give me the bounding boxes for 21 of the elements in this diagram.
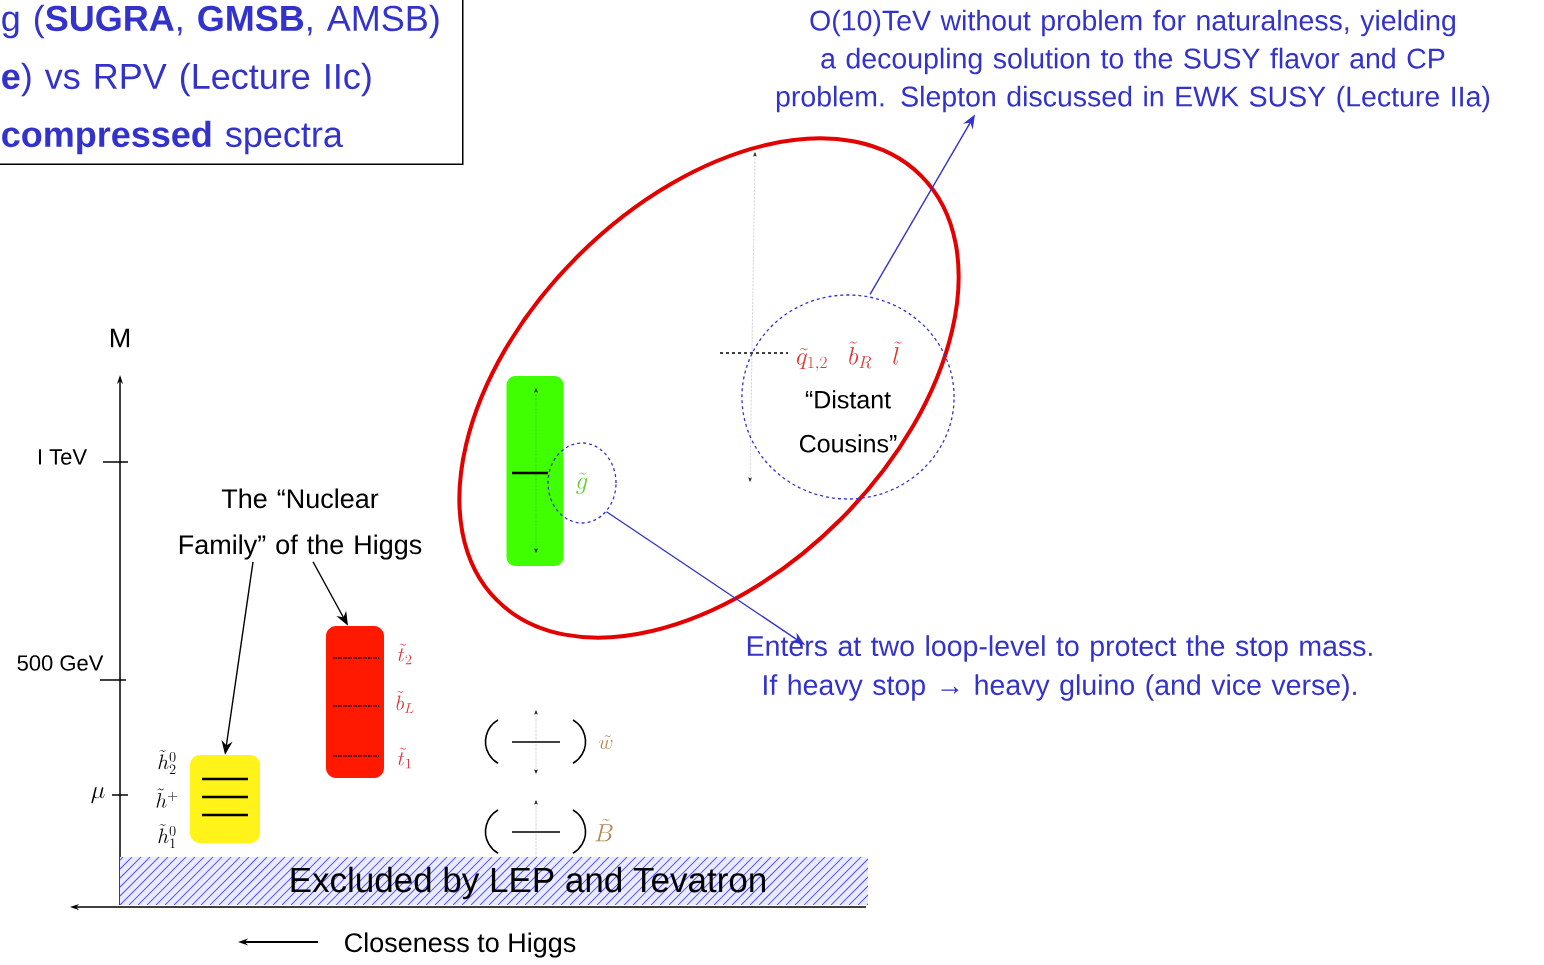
gluino-box — [506, 376, 564, 566]
axis-label: I TeV — [38, 449, 87, 465]
note-text: Enters at two loop-level to protect the stop mass. If heavy stop → heavy gluino (and vice verse). — [747, 635, 1372, 701]
particle-label: $\tilde{t}_1$ — [398, 747, 411, 769]
higgsino-box — [190, 755, 260, 843]
heading-text: The “Nuclear Family” of the Higgs — [179, 488, 422, 560]
particle-label: $\tilde{b}_L$ — [396, 690, 414, 714]
text-box: g (SUGRA, GMSB, AMSB) e) vs RPV (Lecture IIc) compressed spectra — [0, 0, 464, 166]
particle-label: $\tilde{t}_2$ — [398, 643, 412, 665]
axis-label: Closeness to Higgs — [345, 932, 576, 958]
axis-label: $\mu$ — [91, 786, 105, 804]
stop-box — [326, 626, 384, 778]
particle-label: $\tilde{h}_2^0$ — [158, 749, 176, 775]
axis-label: M — [110, 328, 130, 348]
axis-label: 500 GeV — [17, 655, 104, 671]
note-text: O(10)TeV without problem for naturalness, yielding a decoupling solution to the SUSY flavor and CP problem. Slepton discussed in EWK SUSY (Lecture IIa) — [776, 9, 1490, 113]
particle-label: $\tilde{h}_1^0$ — [158, 823, 176, 849]
arrow — [605, 511, 805, 645]
particle-label: $\tilde{h}^+$ — [156, 788, 178, 808]
axis-label: $\tilde{w}$ — [599, 735, 613, 749]
axis-label: $\tilde{B}$ — [595, 818, 613, 842]
